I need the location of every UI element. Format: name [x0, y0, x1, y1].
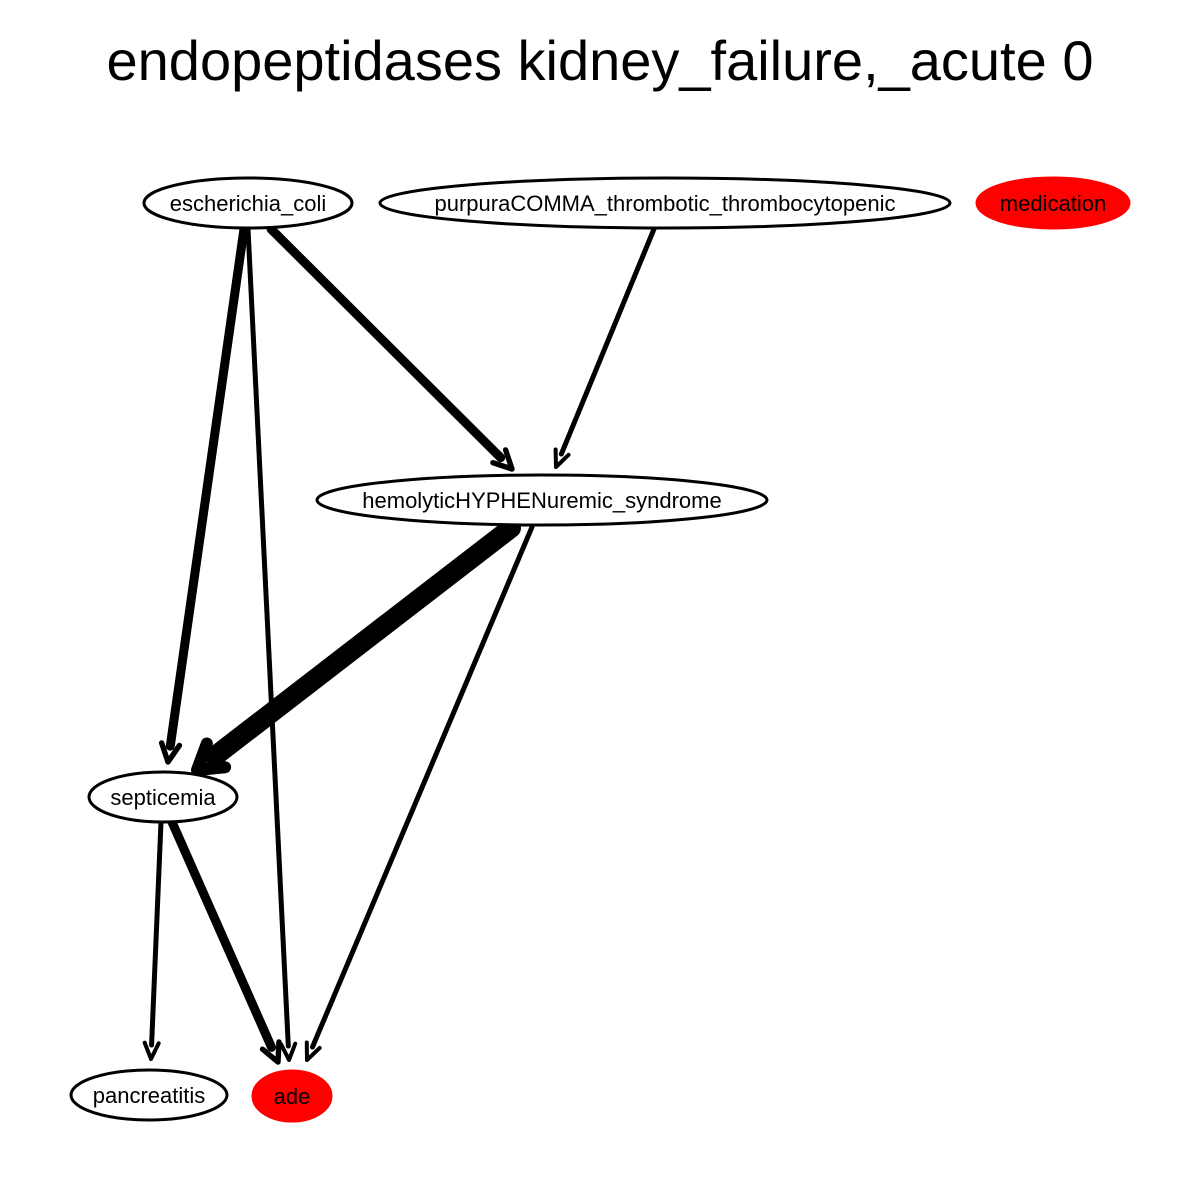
node-label: hemolyticHYPHENuremic_syndrome [362, 488, 721, 513]
edge-escherichia_coli-to-hus [266, 224, 515, 472]
node-ade[interactable]: ade [251, 1069, 333, 1123]
edge-hus-to-septicemia [191, 518, 521, 776]
edge-line [204, 518, 521, 767]
edge-line [167, 817, 277, 1052]
edge-septicemia-to-ade [167, 817, 282, 1065]
node-shape [975, 176, 1131, 230]
node-shape [315, 473, 769, 527]
node-label: medication [1000, 191, 1106, 216]
node-medication[interactable]: medication [975, 176, 1131, 230]
node-pancreatitis[interactable]: pancreatitis [69, 1068, 229, 1122]
edge-line [149, 819, 164, 1048]
node-shape [87, 770, 239, 824]
node-label: pancreatitis [93, 1083, 206, 1108]
node-shape [378, 176, 952, 230]
edge-escherichia_coli-to-septicemia [158, 224, 249, 765]
arrowhead [259, 1039, 282, 1065]
edges-layer [142, 224, 657, 1065]
node-shape [69, 1068, 229, 1122]
node-label: septicemia [110, 785, 216, 810]
edge-septicemia-to-pancreatitis [142, 819, 164, 1061]
edge-hus-to-ade [304, 524, 535, 1062]
edge-line [266, 224, 506, 463]
arrowhead [279, 1041, 298, 1062]
nodes-layer: escherichia_coli purpuraCOMMA_thrombotic_… [69, 176, 1131, 1123]
arrowhead [553, 447, 571, 469]
node-label: purpuraCOMMA_thrombotic_thrombocytopenic [435, 191, 896, 216]
node-purpura[interactable]: purpuraCOMMA_thrombotic_thrombocytopenic [378, 176, 952, 230]
node-septicemia[interactable]: septicemia [87, 770, 239, 824]
node-label: escherichia_coli [170, 191, 327, 216]
edge-line [558, 226, 657, 457]
edge-line [309, 524, 535, 1050]
node-escherichia_coli[interactable]: escherichia_coli [142, 176, 354, 230]
arrowhead [142, 1040, 161, 1061]
edge-line [165, 224, 249, 751]
edge-escherichia_coli-to-ade [245, 226, 298, 1062]
edge-line [245, 226, 291, 1049]
node-shape [142, 176, 354, 230]
page-title: endopeptidases kidney_failure,_acute 0 [106, 29, 1094, 92]
arrowhead [490, 447, 515, 472]
arrowhead [158, 740, 183, 765]
arrowhead [304, 1040, 322, 1062]
node-shape [251, 1069, 333, 1123]
arrowhead [191, 737, 232, 776]
node-hus[interactable]: hemolyticHYPHENuremic_syndrome [315, 473, 769, 527]
node-label: ade [274, 1084, 311, 1109]
edge-purpura-to-hus [553, 226, 657, 469]
